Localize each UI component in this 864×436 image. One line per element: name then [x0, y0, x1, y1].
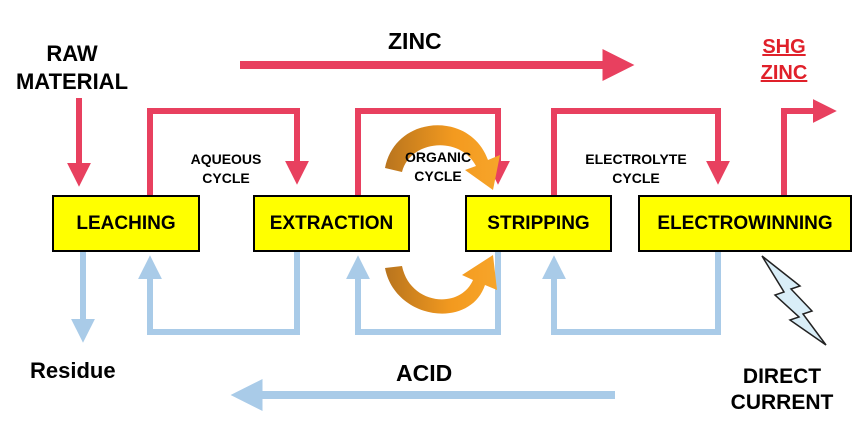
- extraction-box: EXTRACTION: [253, 195, 410, 252]
- residue-label: Residue: [30, 358, 116, 383]
- stripping-box: STRIPPING: [465, 195, 612, 252]
- raw-material-label: RAW MATERIAL: [15, 41, 129, 94]
- shg-zinc-label: SHG ZINC: [760, 36, 808, 84]
- direct-current-label: DIRECT CURRENT: [730, 365, 834, 414]
- shg-zinc-arrow: [781, 99, 837, 195]
- organic-curve-bottom-arrow: [385, 255, 497, 314]
- electrowinning-box: ELECTROWINNING: [638, 195, 852, 252]
- lightning-bolt-icon: [761, 255, 827, 346]
- leaching-box: LEACHING: [52, 195, 200, 252]
- organic-cycle-top: [355, 108, 510, 195]
- electrolyte-cycle-top: [551, 108, 730, 195]
- organic-cycle-bottom: [346, 252, 501, 335]
- electrolyte-cycle-label: ELECTROLYTE CYCLE: [585, 151, 687, 186]
- zinc-label: ZINC: [388, 28, 442, 54]
- organic-cycle-label: ORGANIC CYCLE: [404, 149, 472, 184]
- organic-curve-top-arrow: [385, 125, 500, 190]
- aqueous-cycle-bottom: [138, 252, 300, 335]
- aqueous-cycle-top: [147, 108, 309, 195]
- aqueous-cycle-label: AQUEOUS CYCLE: [190, 151, 262, 186]
- acid-label: ACID: [396, 360, 453, 386]
- electrolyte-cycle-bottom: [542, 252, 721, 335]
